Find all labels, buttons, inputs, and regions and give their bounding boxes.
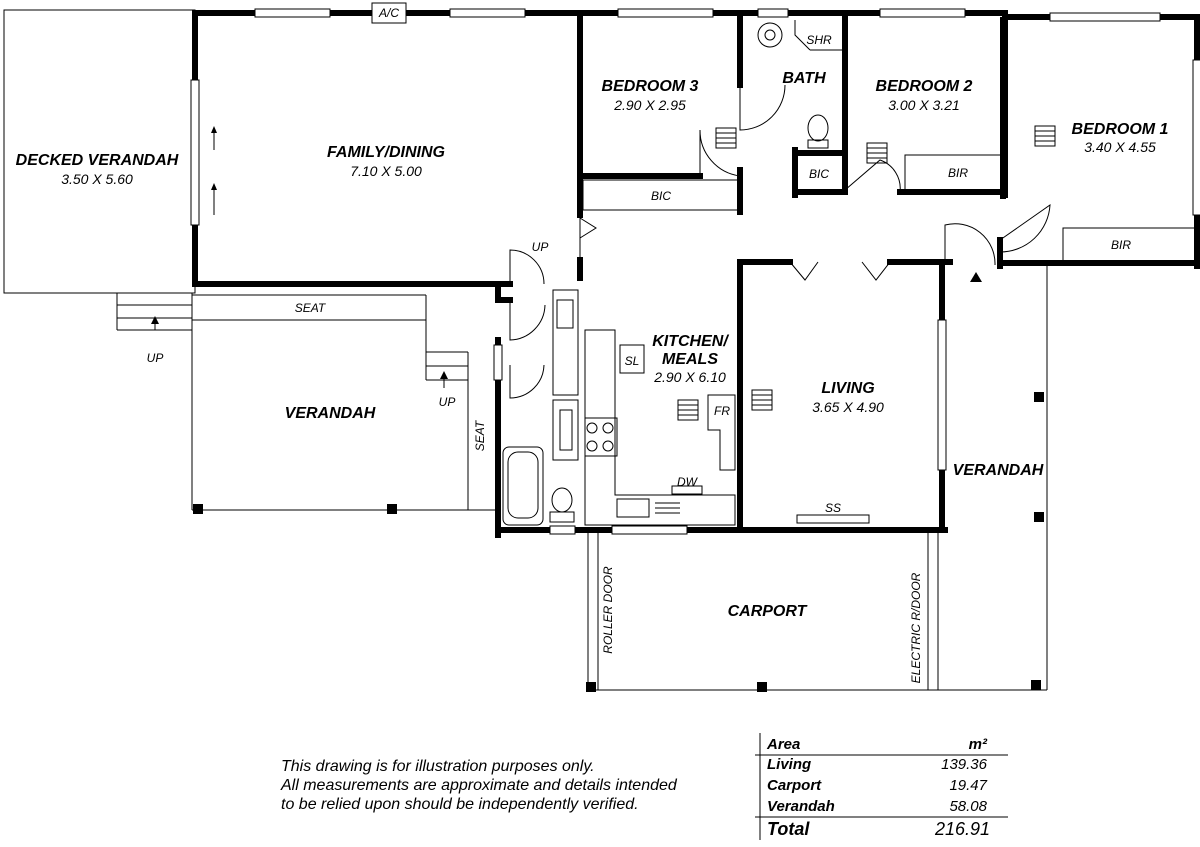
- family-dining-name: FAMILY/DINING: [327, 144, 445, 161]
- disclaimer-line3: to be relied upon should be independentl…: [281, 796, 639, 813]
- bic-bath-label: BIC: [809, 167, 829, 181]
- area-row-label: Carport: [767, 777, 822, 794]
- vent-icon: [715, 127, 737, 149]
- verandah-right-name: VERANDAH: [953, 462, 1044, 479]
- bedroom1-dim: 3.40 X 4.55: [1084, 139, 1156, 155]
- kitchen-name-line1: KITCHEN/: [652, 333, 729, 350]
- verandah-left-name: VERANDAH: [285, 405, 376, 422]
- roller-door-label: ROLLER DOOR: [601, 566, 615, 654]
- up-verandah-label: UP: [439, 395, 456, 409]
- windows: [190, 2, 1200, 535]
- area-row-value: 58.08: [949, 798, 987, 815]
- carport-area: [586, 530, 1040, 692]
- decked-verandah-name: DECKED VERANDAH: [16, 152, 179, 169]
- fixtures: [211, 20, 1197, 526]
- carport-name: CARPORT: [728, 603, 808, 620]
- kitchen-name-line2: MEALS: [662, 351, 718, 368]
- up-hall-label: UP: [532, 240, 549, 254]
- seat-side-label: SEAT: [473, 419, 487, 451]
- seat-top-label: SEAT: [295, 301, 327, 315]
- area-row-label: Living: [767, 756, 811, 773]
- sl-label: SL: [625, 354, 640, 368]
- disclaimer: This drawing is for illustration purpose…: [280, 758, 678, 813]
- area-row-value: 139.36: [941, 756, 988, 773]
- bedroom2-name: BEDROOM 2: [876, 78, 973, 95]
- bedroom1-name: BEDROOM 1: [1072, 121, 1169, 138]
- bedroom3-name: BEDROOM 3: [602, 78, 699, 95]
- bedroom3-dim: 2.90 X 2.95: [613, 97, 686, 113]
- ac-label: A/C: [378, 6, 399, 20]
- bir-bed2-label: BIR: [948, 166, 968, 180]
- vent-icon: [751, 389, 773, 411]
- bath-name: BATH: [782, 70, 826, 87]
- vent-icon: [1034, 125, 1056, 147]
- decked-verandah-dim: 3.50 X 5.60: [61, 171, 133, 187]
- area-header-unit: m²: [969, 736, 988, 753]
- living-name: LIVING: [821, 380, 874, 397]
- shr-label: SHR: [806, 33, 832, 47]
- kitchen-dim: 2.90 X 6.10: [653, 369, 726, 385]
- vent-icon: [866, 142, 888, 164]
- doors: [509, 84, 1051, 399]
- vent-icon: [677, 399, 699, 421]
- left-verandah-area: [191, 293, 496, 514]
- electric-door-label: ELECTRIC R/DOOR: [909, 572, 923, 683]
- area-table: Area m² Living 139.36 Carport 19.47 Vera…: [755, 733, 1008, 840]
- dw-label: DW: [677, 475, 699, 489]
- family-dining-dim: 7.10 X 5.00: [350, 163, 422, 179]
- area-row-label: Verandah: [767, 798, 835, 815]
- fr-label: FR: [714, 404, 730, 418]
- up-deck-label: UP: [147, 351, 164, 365]
- ss-label: SS: [825, 501, 841, 515]
- disclaimer-line2: All measurements are approximate and det…: [280, 777, 678, 794]
- area-header-label: Area: [766, 736, 800, 753]
- disclaimer-line1: This drawing is for illustration purpose…: [281, 758, 595, 775]
- bic-bed3-label: BIC: [651, 189, 671, 203]
- area-row-value: 19.47: [949, 777, 987, 794]
- decked-verandah-area: [3, 9, 196, 331]
- area-total-value: 216.91: [934, 819, 990, 839]
- bedroom2-dim: 3.00 X 3.21: [888, 97, 960, 113]
- bir-bed1-label: BIR: [1111, 238, 1131, 252]
- area-total-label: Total: [767, 819, 810, 839]
- living-dim: 3.65 X 4.90: [812, 399, 884, 415]
